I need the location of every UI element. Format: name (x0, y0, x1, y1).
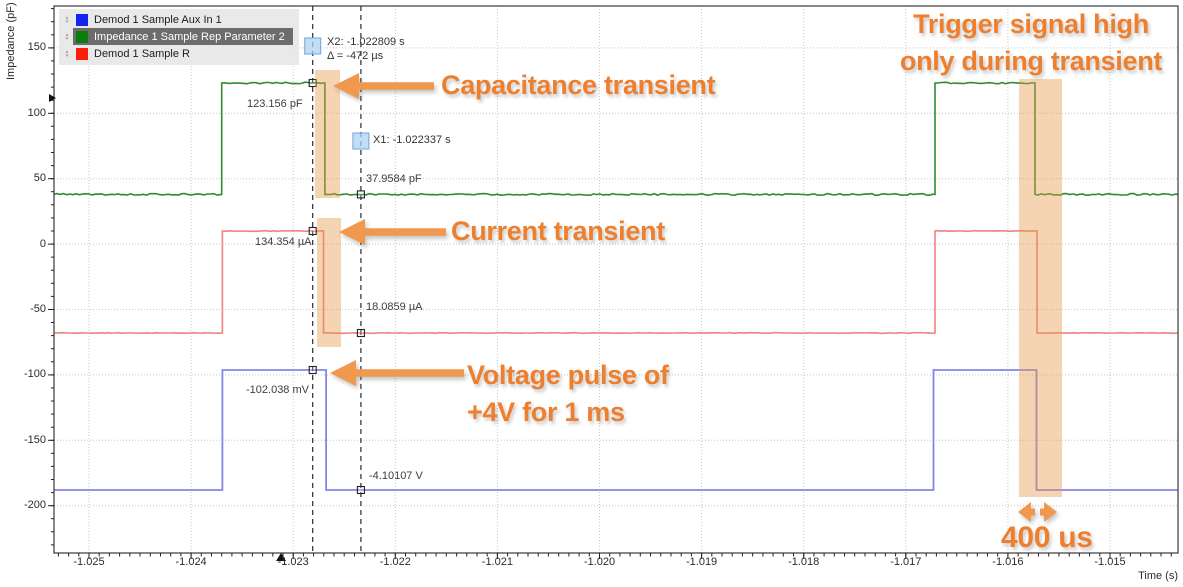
current-low-label: 18.0859 µA (366, 301, 423, 313)
voltage-low-label: -4.10107 V (369, 470, 423, 482)
legend-reorder-icons[interactable]: ▲▼ (64, 48, 70, 59)
annotation-trigger-line2: only during transient (899, 46, 1163, 76)
annotation-current-transient: Current transient (451, 216, 665, 246)
y-axis-position-marker-icon (49, 94, 56, 102)
cursor-x2-handle[interactable] (304, 37, 322, 55)
cursor-marker (356, 328, 365, 338)
annotation-voltage-line1: Voltage pulse of (467, 360, 669, 390)
legend-reorder-icons[interactable]: ▲▼ (64, 31, 70, 42)
arrow-capacitance-icon (333, 73, 434, 99)
x-tick-label: -1.021 (481, 556, 513, 568)
cursor-marker (308, 78, 317, 88)
cursor-marker (308, 365, 317, 375)
legend-color-swatch (76, 13, 88, 26)
legend-reorder-icons[interactable]: ▲▼ (64, 14, 70, 25)
plot-frame (53, 5, 1179, 554)
y-tick-label: 50 (33, 172, 46, 185)
cursor-x1-handle[interactable] (352, 132, 370, 150)
legend-item-label: Impedance 1 Sample Rep Parameter 2 (94, 30, 285, 43)
capacitance-high-label: 123.156 pF (247, 98, 303, 110)
arrow-400us-left-icon (1018, 502, 1035, 522)
legend-color-swatch (76, 30, 88, 43)
y-tick-label: -150 (23, 433, 46, 446)
band-trigger-400us (1019, 79, 1062, 497)
legend-item-2[interactable]: ▲▼ Demod 1 Sample R (61, 45, 293, 62)
legend-item-0[interactable]: ▲▼ Demod 1 Sample Aux In 1 (61, 11, 293, 28)
grid (54, 6, 1178, 553)
arrow-voltage-icon (330, 360, 464, 386)
x-tick-label: -1.022 (379, 556, 411, 568)
x-tick-label: -1.019 (685, 556, 718, 568)
cursor-marker (356, 485, 365, 495)
cursor-delta-readout: Δ = -472 µs (327, 50, 384, 62)
axis-ticks (48, 8, 1172, 559)
x-axis-title: Time (s) (1138, 570, 1178, 582)
annotation-trigger-line1: Trigger signal high (913, 9, 1149, 39)
band-capacitance-transient (315, 70, 340, 198)
y-tick-label: -200 (23, 499, 46, 512)
cursor-marker (308, 226, 317, 236)
current-high-label: 134.354 µA (255, 236, 312, 248)
x-tick-label: -1.017 (890, 556, 922, 568)
annotation-400us: 400 us (1001, 521, 1093, 554)
x-tick-label: -1.023 (277, 556, 309, 568)
annotation-voltage-pulse: Voltage pulse of +4V for 1 ms (467, 357, 669, 431)
x-tick-label: -1.024 (175, 556, 207, 568)
trace-demod-1-sample-aux-in-1 (54, 369, 1178, 491)
x-tick-label: -1.018 (788, 556, 820, 568)
x-axis-position-marker-icon (276, 553, 286, 561)
cursor-x1-readout: X1: -1.022337 s (373, 134, 451, 146)
voltage-high-label: -102.038 mV (246, 384, 309, 396)
legend-item-1[interactable]: ▲▼ Impedance 1 Sample Rep Parameter 2 (61, 28, 293, 45)
trace-demod-1-sample-r (54, 229, 1178, 335)
y-tick-label: 0 (39, 237, 46, 250)
annotation-trigger-signal: Trigger signal high only during transien… (882, 6, 1180, 80)
legend-item-label: Demod 1 Sample Aux In 1 (94, 13, 222, 26)
legend-color-swatch (76, 47, 88, 60)
cursor-marker (356, 190, 365, 199)
x-tick-label: -1.025 (73, 556, 105, 568)
annotation-voltage-line2: +4V for 1 ms (467, 397, 625, 427)
arrow-400us-right-icon (1040, 502, 1057, 522)
capacitance-low-label: 37.9584 pF (366, 173, 422, 185)
x-tick-label: -1.015 (1094, 556, 1126, 568)
cursor-x2-readout: X2: -1.022809 s (327, 36, 405, 48)
y-tick-label: -100 (23, 368, 46, 381)
legend: ▲▼ Demod 1 Sample Aux In 1 ▲▼ Impedance 1 S… (59, 9, 299, 65)
y-tick-label: 150 (27, 41, 46, 54)
trace-impedance-1-sample-rep-parameter-2 (54, 81, 1178, 197)
y-tick-label: -50 (30, 302, 46, 315)
arrow-current-icon (339, 219, 446, 245)
y-tick-label: 100 (27, 106, 46, 119)
band-current-transient (317, 218, 341, 347)
legend-item-label: Demod 1 Sample R (94, 47, 190, 60)
x-tick-label: -1.020 (583, 556, 616, 568)
x-tick-label: -1.016 (992, 556, 1024, 568)
annotation-capacitance-transient: Capacitance transient (441, 70, 716, 100)
